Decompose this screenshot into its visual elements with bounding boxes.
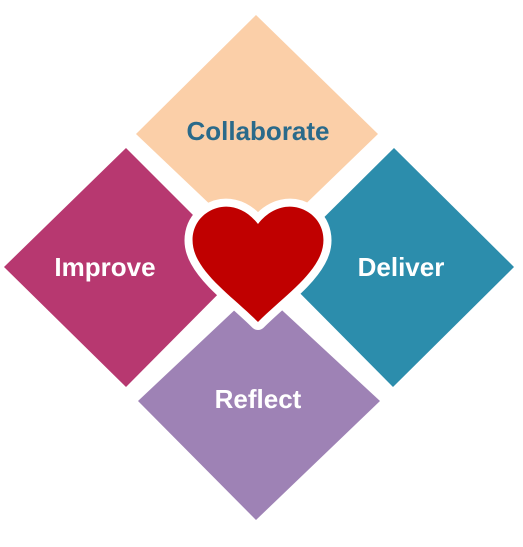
quadrant-deliver-shape xyxy=(274,148,514,387)
quadrant-improve: Improve xyxy=(4,148,245,387)
quadrant-collaborate-shape xyxy=(136,15,378,250)
center-heart xyxy=(184,198,332,330)
quadrant-reflect-shape xyxy=(138,288,380,520)
quadrant-deliver-label: Deliver xyxy=(358,252,445,282)
quadrant-collaborate: Collaborate xyxy=(136,15,378,250)
quadrant-reflect-label: Reflect xyxy=(215,384,302,414)
quadrant-improve-shape xyxy=(4,148,245,387)
quadrant-improve-label: Improve xyxy=(54,252,155,282)
heart-icon xyxy=(192,206,324,322)
quadrant-deliver: Deliver xyxy=(274,148,514,387)
quadrant-reflect: Reflect xyxy=(138,288,380,520)
quadrant-collaborate-label: Collaborate xyxy=(186,116,329,146)
